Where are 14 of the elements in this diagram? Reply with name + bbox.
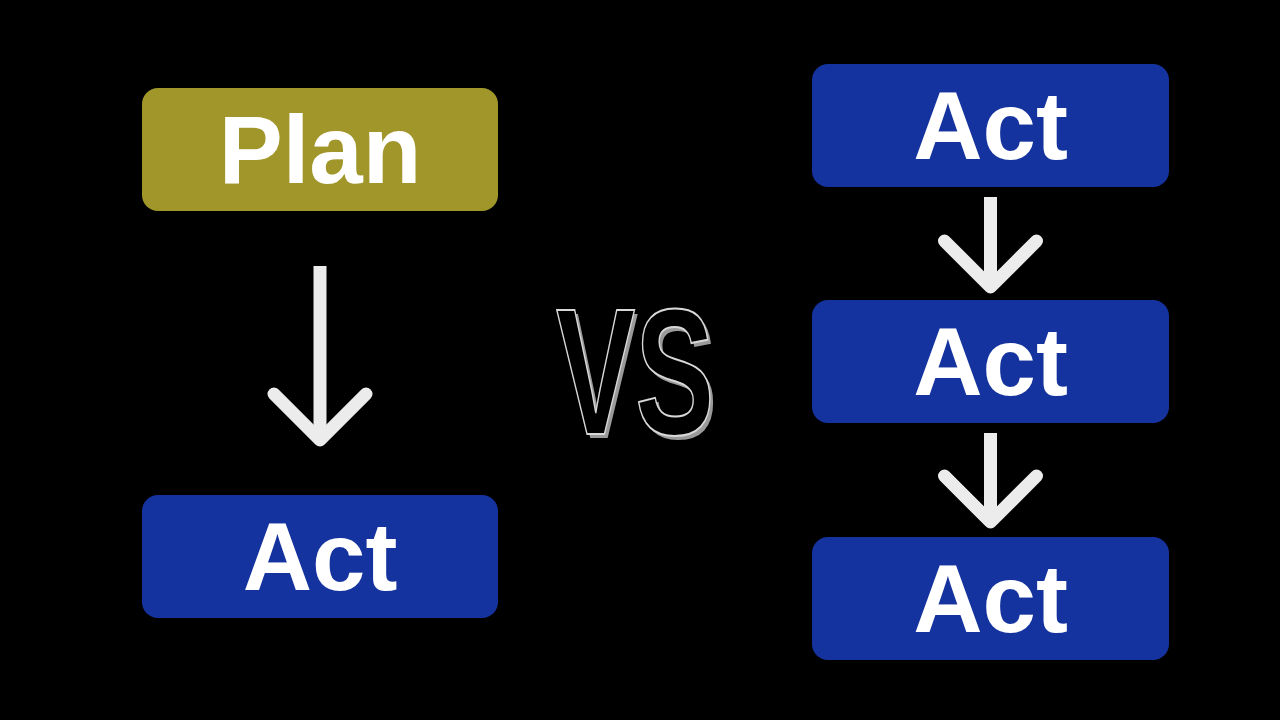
process-box — [812, 537, 1169, 660]
process-box — [812, 64, 1169, 187]
arrow — [938, 433, 1043, 529]
versus-text: VS — [556, 282, 715, 462]
box-label: Act — [913, 313, 1068, 410]
arrow — [267, 266, 373, 447]
process-box — [142, 88, 498, 211]
arrow — [938, 197, 1043, 294]
box-label: Act — [242, 508, 398, 605]
box-label: Act — [913, 550, 1068, 647]
box-label: Act — [913, 77, 1068, 174]
process-box — [142, 495, 498, 618]
process-box — [812, 300, 1169, 423]
box-label: Plan — [218, 101, 422, 198]
